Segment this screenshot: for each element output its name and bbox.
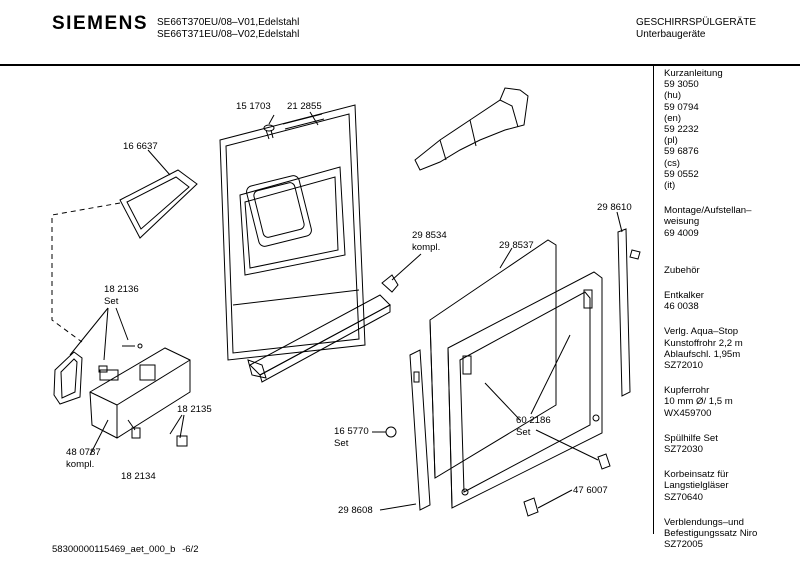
parts-list-line: (en) (664, 112, 682, 124)
parts-list-line: 59 2232 (664, 124, 699, 136)
model-list: SE66T370EU/08–V01,Edelstahl SE66T371EU/0… (157, 17, 299, 41)
side-strip-right (617, 228, 641, 397)
parts-list-line: 10 mm Ø/ 1,5 m (664, 396, 733, 408)
hinge-clip (381, 274, 399, 293)
parts-list-line: SZ70640 (664, 491, 703, 503)
page-number: -6/2 (182, 544, 199, 555)
sidebar-divider (653, 64, 654, 534)
callout-47-6007: 47 6007 (573, 485, 608, 496)
small-parts (131, 427, 188, 447)
callout-21-2855: 21 2855 (287, 101, 322, 112)
parts-list-line: Spülhilfe Set (664, 432, 718, 444)
parts-list-line: Befestigungssatz Niro (664, 528, 758, 540)
bolt-part (372, 426, 397, 438)
callout-18-2136: 18 2136 (104, 284, 139, 295)
side-strip-left (409, 349, 431, 511)
parts-list-line: 59 6876 (664, 146, 699, 158)
model-line: SE66T371EU/08–V02,Edelstahl (157, 29, 300, 40)
parts-list-line: Korbeinsatz für (664, 469, 729, 481)
callout-18-2135: 18 2135 (177, 404, 212, 415)
parts-list-line: SZ72005 (664, 539, 703, 551)
parts-list-line: WX459700 (664, 407, 712, 419)
control-unit (89, 347, 191, 439)
control-handle (53, 343, 143, 405)
parts-list-line: Zubehör (664, 264, 700, 276)
bracket-part (523, 453, 611, 517)
outer-door-panel (429, 239, 557, 479)
parts-list-line: Montage/Aufstellan– (664, 205, 752, 217)
bottom-rail (247, 294, 391, 383)
callout-60-2186: 60 2186 (516, 415, 551, 426)
product-category: GESCHIRRSPÜLGERÄTE Unterbaugeräte (636, 17, 756, 41)
parts-list-line: Verblendungs–und (664, 516, 745, 528)
parts-list-group: Zubehör (664, 265, 800, 276)
callout-29-8610: 29 8610 (597, 202, 632, 213)
callout-60-2186-set: Set (516, 427, 531, 438)
parts-list-line: SZ72030 (664, 444, 703, 456)
leader-lines (69, 111, 623, 511)
parts-list-line: 46 0038 (664, 301, 699, 313)
callout-16-5770: 16 5770 (334, 426, 369, 437)
brand-logo: SIEMENS (52, 13, 149, 34)
parts-list-line: Verlg. Aqua–Stop (664, 326, 739, 338)
header-divider (0, 64, 800, 66)
document-id: 58300000115469_aet_000_b (52, 544, 176, 555)
callout-16-5770-set: Set (334, 438, 349, 449)
hinge-bracket (414, 87, 529, 171)
callout-29-8534-kompl: kompl. (412, 242, 441, 253)
callout-18-2136-set: Set (104, 296, 119, 307)
parts-list-line: Entkalker (664, 290, 704, 302)
decor-frame-panel (447, 271, 603, 509)
inner-door-panel (219, 104, 366, 361)
parts-list-line: Kunstoffrohr 2,2 m (664, 337, 743, 349)
model-line: SE66T370EU/08–V01,Edelstahl (157, 17, 300, 28)
parts-list-line: 59 3050 (664, 79, 699, 91)
callout-15-1703: 15 1703 (236, 101, 271, 112)
seal-frame (119, 169, 198, 239)
parts-list-line: (it) (664, 180, 676, 192)
parts-list-line: Kupferrohr (664, 385, 710, 397)
parts-list-line: (cs) (664, 157, 680, 169)
callout-29-8537: 29 8537 (499, 240, 534, 251)
parts-list-line: Ablaufschl. 1,95m (664, 348, 741, 360)
callout-29-8608: 29 8608 (338, 505, 373, 516)
parts-list-line: (hu) (664, 90, 682, 102)
callout-16-6637: 16 6637 (123, 141, 158, 152)
parts-list-line: 59 0794 (664, 101, 699, 113)
parts-list-line: SZ72010 (664, 360, 703, 372)
category-subtitle: Unterbaugeräte (636, 29, 706, 40)
callout-48-0787: 48 0787 (66, 447, 101, 458)
parts-list-line: Kurzanleitung (664, 68, 723, 79)
screw-part (263, 124, 275, 140)
category-title: GESCHIRRSPÜLGERÄTE (636, 17, 757, 28)
parts-list-line: 59 0552 (664, 168, 699, 180)
parts-list-line: (pl) (664, 135, 678, 147)
callout-18-2134: 18 2134 (121, 471, 156, 482)
parts-list-line: Langstielgläser (664, 480, 729, 492)
footer: 58300000115469_aet_000_b -6/2 (52, 544, 198, 555)
callout-29-8534: 29 8534 (412, 230, 447, 241)
parts-list-line: 69 4009 (664, 227, 699, 239)
parts-list-line: weisung (664, 216, 700, 228)
callout-48-0787-kompl: kompl. (66, 459, 95, 470)
